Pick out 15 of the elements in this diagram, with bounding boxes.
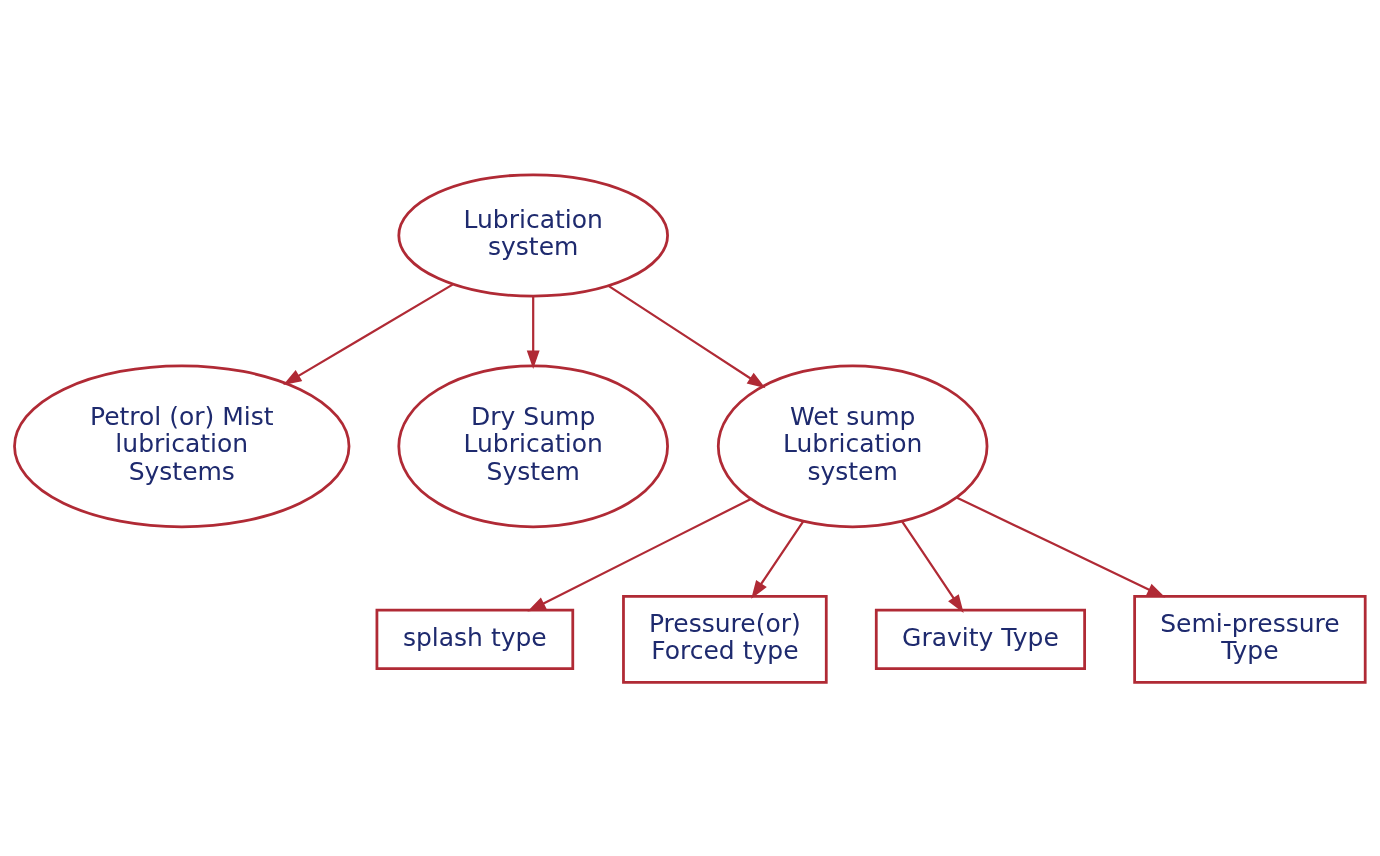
node-ellipse: Lubrication system: [397, 172, 669, 297]
arrow: [956, 496, 1166, 597]
arrow: [608, 284, 766, 388]
arrow: [527, 497, 751, 612]
node-ellipse: Petrol (or) Mist lubrication Systems: [13, 363, 351, 528]
node-ellipse: Wet sump Lubrication system: [716, 363, 989, 528]
node-ellipse: Dry Sump Lubrication System: [397, 363, 669, 528]
arrow: [751, 520, 805, 599]
node-box: Pressure(or) Forced type: [622, 594, 828, 684]
node-box: splash type: [375, 608, 575, 670]
node-box: Gravity Type: [874, 608, 1086, 670]
arrow: [901, 520, 964, 613]
node-box: Semi-pressure Type: [1133, 594, 1367, 684]
arrow: [283, 283, 454, 385]
arrow: [526, 296, 540, 369]
